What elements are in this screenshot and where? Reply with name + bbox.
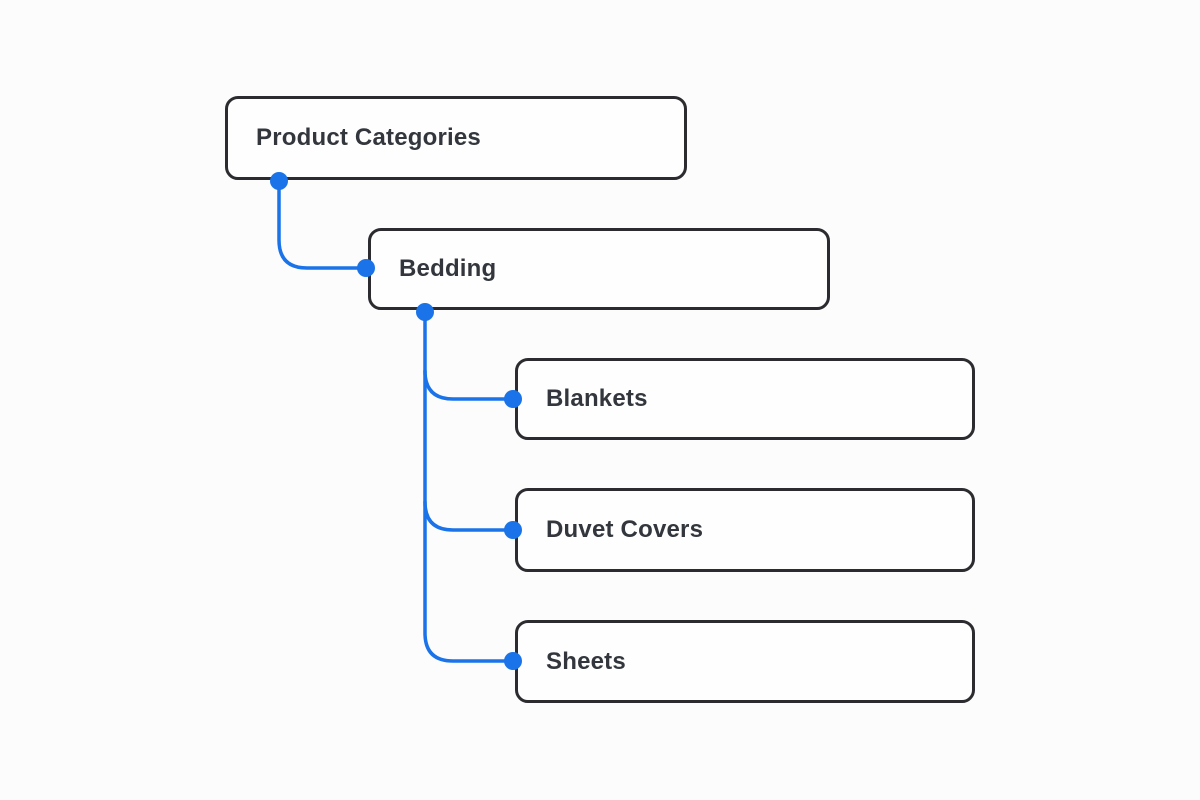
node-product-categories[interactable]: Product Categories bbox=[225, 96, 687, 180]
node-label: Sheets bbox=[546, 647, 626, 675]
connector-bedding-duvet-covers bbox=[423, 500, 515, 532]
node-label: Product Categories bbox=[256, 124, 481, 151]
node-label: Duvet Covers bbox=[546, 516, 704, 543]
connector-product-categories-bedding bbox=[277, 179, 368, 270]
node-sheets[interactable]: Sheets bbox=[515, 620, 975, 703]
node-label: Blankets bbox=[546, 385, 648, 412]
connector-bedding-sheets bbox=[423, 310, 515, 663]
connector-bedding-blankets bbox=[423, 369, 515, 401]
node-duvet-covers[interactable]: Duvet Covers bbox=[515, 488, 975, 572]
node-label: Bedding bbox=[399, 255, 497, 282]
node-bedding[interactable]: Bedding bbox=[368, 228, 830, 310]
node-blankets[interactable]: Blankets bbox=[515, 358, 975, 440]
